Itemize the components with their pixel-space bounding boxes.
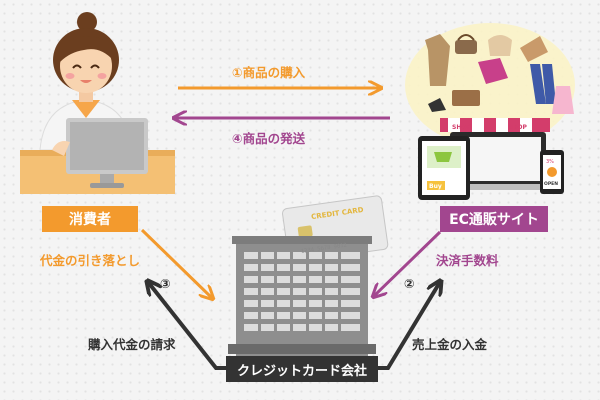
withdrawal-number: ③ <box>160 276 171 291</box>
ec-site-label-text: EC通販サイト <box>449 212 539 228</box>
fee-number: ② <box>404 276 415 291</box>
withdrawal-arrow <box>140 228 212 298</box>
purchase-text: 商品の購入 <box>242 65 306 80</box>
shipping-label: ④商品の発送 <box>232 128 305 147</box>
shipping-number: ④ <box>232 131 243 146</box>
consumer-label-text: 消費者 <box>69 212 111 228</box>
shop-sign-left: SHOP <box>452 124 471 131</box>
purchase-label: ①商品の購入 <box>232 62 305 81</box>
deposit-arrow <box>378 282 440 370</box>
billing-label: 購入代金の請求 <box>88 337 176 352</box>
phone-sale-text: OPEN <box>544 181 558 187</box>
billing-arrow <box>148 282 226 370</box>
fee-label: 決済手数料 <box>436 250 499 269</box>
purchase-number: ① <box>232 65 243 80</box>
consumer-label: 消費者 <box>42 206 138 232</box>
tablet-buy-text: Buy <box>429 183 442 190</box>
deposit-label: 売上金の入金 <box>412 337 488 352</box>
card-company-label: クレジットカード会社 <box>226 356 378 382</box>
withdrawal-label: 代金の引き落とし <box>40 250 140 269</box>
ec-site-label: EC通販サイト <box>440 206 548 232</box>
consumer-illustration <box>20 12 175 194</box>
ec-site-illustration <box>405 23 575 200</box>
shop-sign-right: SHOP <box>508 124 527 131</box>
fee-arrow <box>374 230 442 296</box>
phone-percent-text: 3% <box>546 159 554 165</box>
shipping-text: 商品の発送 <box>242 131 306 146</box>
card-company-label-text: クレジットカード会社 <box>236 363 367 379</box>
card-company-building <box>228 195 389 356</box>
fee-text: 決済手数料 <box>436 253 499 268</box>
withdrawal-text: 代金の引き落とし <box>40 253 141 268</box>
